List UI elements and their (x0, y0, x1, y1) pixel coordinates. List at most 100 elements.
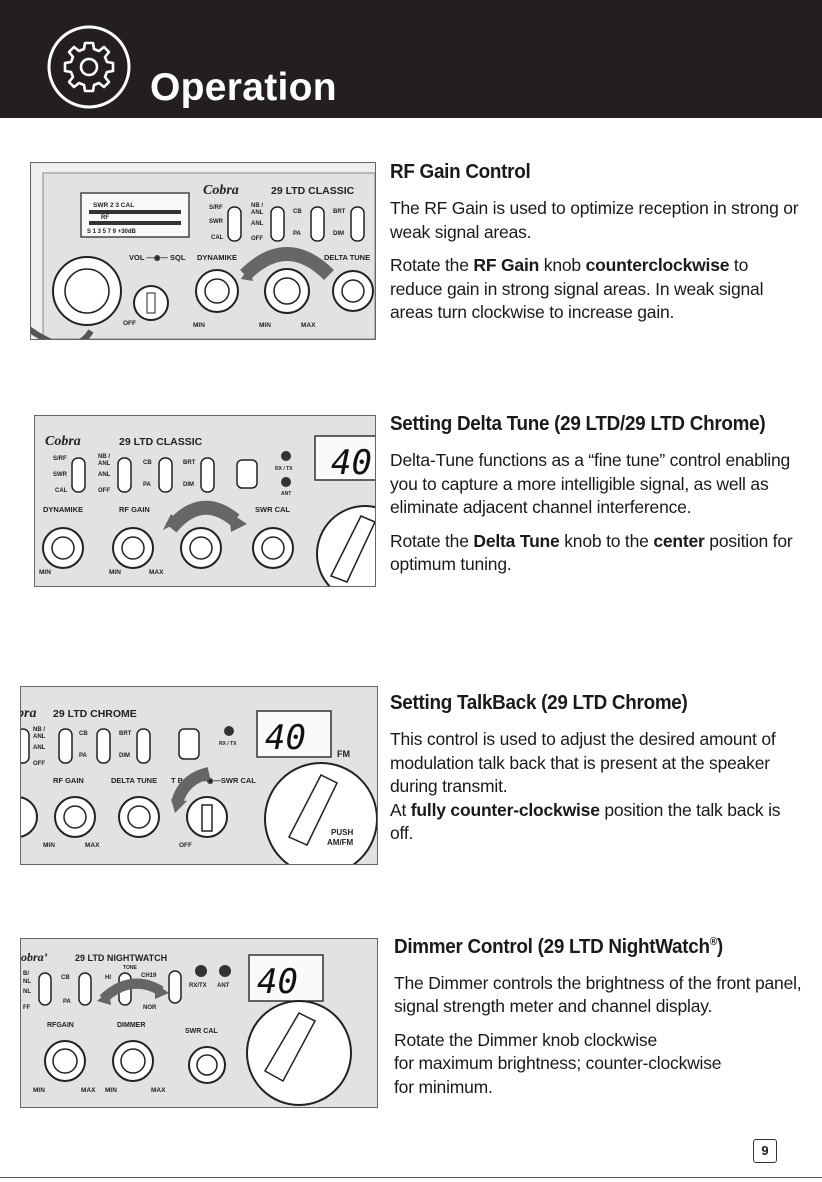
led-label: ANT (281, 491, 291, 497)
knob-label-talkback: T BACK—◉—SWR CAL (171, 776, 256, 785)
page-title: Operation (150, 66, 337, 109)
switch-label: BRT (333, 209, 346, 215)
switch-label: NB / (33, 727, 45, 733)
switch-label: FF (23, 1005, 31, 1011)
knob-label-dynamike: DYNAMIKE (43, 505, 83, 514)
brand-logo: Cobra (203, 183, 239, 198)
switch-label: DIM (119, 753, 130, 759)
scale-label: MIN (33, 1087, 45, 1094)
scale-label: MAX (81, 1087, 96, 1094)
channel-display: 40 (331, 443, 372, 483)
delta-tune-panel-illustration: Cobra 29 LTD CLASSIC S/RF SWR CAL NB / A… (34, 415, 376, 587)
rf-gain-panel-illustration: SWR 2 3 CAL RF S 1 3 5 7 9 +30dB Cobra 2… (30, 162, 376, 340)
scale-label: MAX (85, 842, 100, 849)
switch-label: CB (143, 460, 152, 466)
switch-label: DIM (333, 231, 344, 237)
paragraph: Delta-Tune functions as a “fine tune” co… (390, 450, 791, 517)
knob-label-rf-gain: RFGAIN (47, 1022, 74, 1029)
channel-display: 40 (257, 962, 298, 1002)
knob-label-dimmer: DIMMER (117, 1022, 145, 1029)
scale-label: MAX (301, 322, 316, 329)
section-title: Setting TalkBack (29 LTD Chrome) (390, 691, 688, 714)
dimmer-text: Dimmer Control (29 LTD NightWatch®) The … (394, 930, 806, 1109)
section-title: Setting Delta Tune (29 LTD/29 LTD Chrome… (390, 412, 766, 435)
model-label: 29 LTD NIGHTWATCH (75, 953, 167, 963)
knob-label-dynamike: DYNAMIKE (197, 253, 237, 262)
switch-label: OFF (98, 488, 110, 494)
scale-label: MIN (39, 569, 51, 576)
brand-logo: obra’ (21, 950, 48, 964)
switch-label: OFF (251, 236, 263, 242)
paragraph: Rotate the RF Gain knob counterclockwise… (390, 255, 764, 322)
page-header: Operation (0, 0, 822, 118)
channel-display: 40 (265, 718, 306, 758)
knob-label-rf-gain: RF GAIN (53, 776, 84, 785)
switch-label: NB / (98, 454, 110, 460)
switch-label: S/RF (209, 205, 223, 211)
switch-label: ANL (33, 734, 46, 740)
paragraph: The Dimmer controls the brightness of th… (394, 972, 802, 1017)
led-label: ANT (217, 983, 230, 989)
switch-label: ANL (98, 461, 111, 467)
brand-logo: bra (21, 706, 36, 721)
scale-label: MIN (259, 322, 271, 329)
model-label: 29 LTD CLASSIC (271, 185, 355, 197)
scale-label: OFF (123, 320, 136, 327)
knob-label-swr-cal: SWR CAL (255, 505, 290, 514)
paragraph: At fully counter-clockwise position the … (390, 799, 781, 844)
switch-label: ANL (251, 210, 264, 216)
switch-label: TONE (123, 965, 137, 971)
knob-label-vol-sql: VOL —◉— SQL (129, 253, 186, 262)
switch-label: SWR (209, 219, 224, 225)
switch-label: SWR (53, 472, 68, 478)
scale-label: MIN (109, 569, 121, 576)
scale-label: MIN (43, 842, 55, 849)
switch-label: PA (79, 753, 88, 759)
switch-label: BRT (119, 731, 132, 737)
led-label: RX / TX (219, 741, 237, 747)
switch-label: CAL (211, 235, 224, 241)
switch-label: NL (23, 989, 31, 995)
bottom-rule (0, 1177, 822, 1178)
switch-label: PA (143, 482, 152, 488)
paragraph: This control is used to adjust the desir… (390, 729, 776, 796)
switch-label: PA (63, 999, 72, 1005)
switch-label: ANL (33, 745, 46, 751)
model-label: 29 LTD CHROME (53, 708, 137, 720)
switch-label: ANL (251, 221, 264, 227)
meter-scale-top: SWR 2 3 CAL (93, 202, 134, 209)
switch-label: CB (61, 975, 70, 981)
section-title: Dimmer Control (29 LTD NightWatch®) (394, 934, 723, 958)
switch-label: CAL (55, 488, 68, 494)
paragraph: Rotate the Delta Tune knob to the center… (390, 530, 793, 575)
switch-label: BRT (183, 460, 196, 466)
amfm-label: AM/FM (327, 838, 354, 847)
knob-label-swr-cal: SWR CAL (185, 1028, 218, 1035)
switch-label: NL (23, 979, 31, 985)
page-number: 9 (753, 1139, 777, 1163)
led-label: RX/TX (189, 983, 207, 989)
switch-label: B/ (23, 971, 29, 977)
brand-logo: Cobra (45, 434, 81, 449)
switch-label: PA (293, 231, 302, 237)
knob-label-delta-tune: DELTA TUNE (111, 776, 157, 785)
switch-label: CH19 (141, 973, 157, 979)
dimmer-panel-illustration: obra’ 29 LTD NIGHTWATCH B/ NL NL FF CB P… (20, 938, 378, 1108)
led-label: RX / TX (275, 466, 293, 472)
delta-tune-text: Setting Delta Tune (29 LTD/29 LTD Chrome… (390, 412, 802, 587)
paragraph: The RF Gain is used to optimize receptio… (390, 198, 799, 242)
knob-label-delta-tune: DELTA TUNE (324, 253, 370, 262)
scale-label: MIN (193, 322, 205, 329)
switch-label: ANL (98, 472, 111, 478)
scale-label: OFF (179, 842, 192, 849)
push-label: PUSH (331, 828, 353, 837)
talkback-text: Setting TalkBack (29 LTD Chrome) This co… (390, 691, 802, 856)
meter-rf-label: RF (101, 215, 109, 221)
section-title: RF Gain Control (390, 160, 531, 183)
rf-gain-text: RF Gain Control The RF Gain is used to o… (390, 160, 802, 335)
switch-label: CB (293, 209, 302, 215)
switch-label: NOR (143, 1005, 157, 1011)
gear-icon (46, 24, 132, 110)
meter-scale-bottom: S 1 3 5 7 9 +30dB (87, 229, 137, 235)
